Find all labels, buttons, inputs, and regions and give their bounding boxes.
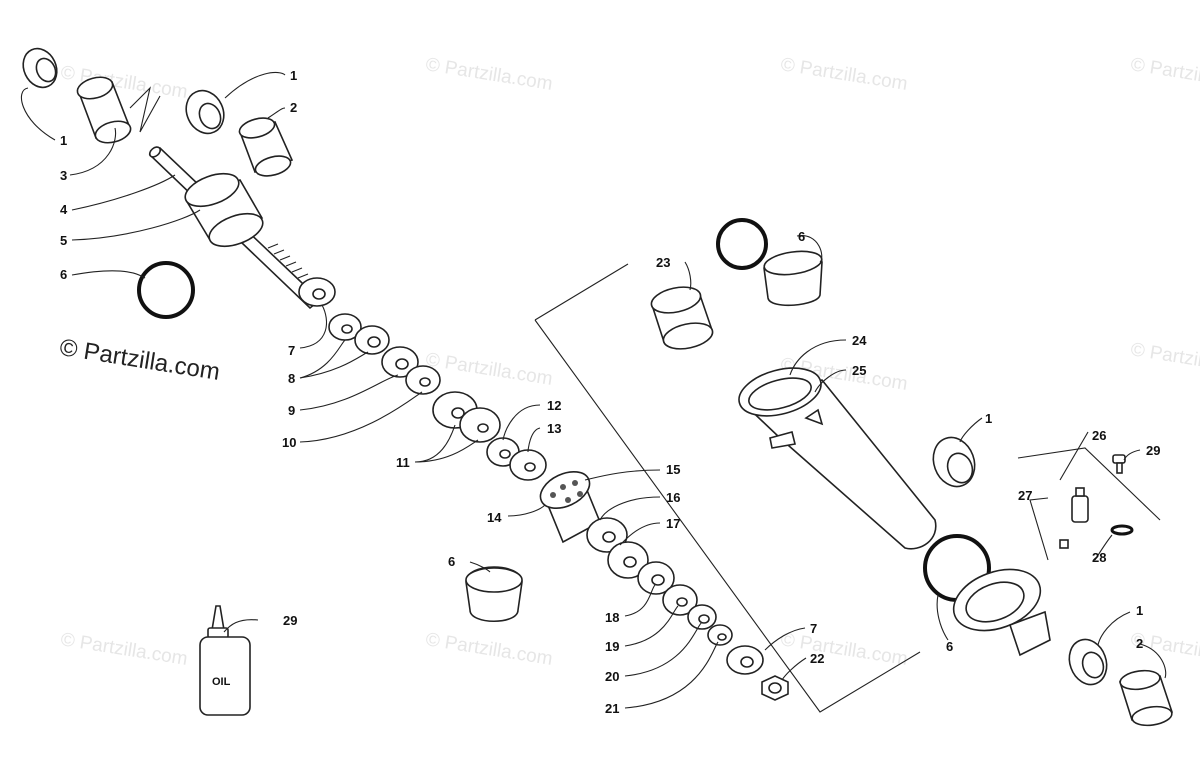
callout-15: 15 bbox=[666, 462, 680, 477]
callout-6: 6 bbox=[448, 554, 455, 569]
callout-28: 28 bbox=[1092, 550, 1106, 565]
callout-19: 19 bbox=[605, 639, 619, 654]
callout-21: 21 bbox=[605, 701, 619, 716]
callout-2: 2 bbox=[290, 100, 297, 115]
callout-1: 1 bbox=[290, 68, 297, 83]
seal-head-23 bbox=[650, 286, 714, 350]
watermark: © Partzilla.com bbox=[59, 629, 189, 670]
callout-23: 23 bbox=[656, 255, 670, 270]
callout-6: 6 bbox=[946, 639, 953, 654]
bushing-1d bbox=[1068, 638, 1108, 686]
valve-frame bbox=[1017, 447, 1161, 521]
callout-17: 17 bbox=[666, 516, 680, 531]
callout-7: 7 bbox=[810, 621, 817, 636]
bushing-1c bbox=[932, 436, 976, 488]
o-ring-6 bbox=[137, 261, 195, 319]
callout-27: 27 bbox=[1018, 488, 1032, 503]
callout-20: 20 bbox=[605, 669, 619, 684]
lower-washer-stack bbox=[586, 517, 764, 675]
callout-25: 25 bbox=[852, 363, 866, 378]
leader-lines bbox=[20, 71, 1167, 709]
callout-2: 2 bbox=[1136, 636, 1143, 651]
callout-1: 1 bbox=[60, 133, 67, 148]
watermark: © Partzilla.com bbox=[424, 349, 554, 390]
callout-11: 11 bbox=[396, 455, 410, 470]
valve-screw-29 bbox=[1112, 454, 1126, 474]
callout-22: 22 bbox=[810, 651, 824, 666]
watermark: © Partzilla.com bbox=[1129, 54, 1200, 95]
upper-bushing-1 bbox=[22, 47, 58, 89]
upper-bushing-1b bbox=[185, 89, 225, 135]
valve-pin bbox=[1059, 539, 1069, 549]
zigzag-link bbox=[129, 86, 161, 133]
watermark: © Partzilla.com bbox=[59, 62, 189, 103]
callout-13: 13 bbox=[547, 421, 561, 436]
callout-9: 9 bbox=[288, 403, 295, 418]
wear-band-6 bbox=[465, 566, 523, 622]
callout-6: 6 bbox=[798, 229, 805, 244]
callout-29: 29 bbox=[1146, 443, 1160, 458]
watermark: © Partzilla.com bbox=[424, 54, 554, 95]
watermark: © Partzilla.com bbox=[779, 54, 909, 95]
shaft-eye-5 bbox=[184, 172, 264, 248]
callout-1: 1 bbox=[1136, 603, 1143, 618]
upper-bushing-3 bbox=[76, 76, 132, 144]
callout-1: 1 bbox=[985, 411, 992, 426]
sleeve-2b bbox=[1118, 669, 1174, 727]
callout-26: 26 bbox=[1092, 428, 1106, 443]
oil-label: OIL bbox=[212, 676, 231, 688]
callout-7: 7 bbox=[288, 343, 295, 358]
callout-6: 6 bbox=[60, 267, 67, 282]
valve-bracket bbox=[1029, 497, 1049, 561]
callout-4: 4 bbox=[60, 202, 68, 217]
callout-numbers: 1 2 1 3 4 5 6 7 8 9 10 11 12 13 14 15 16… bbox=[60, 68, 1160, 716]
callout-5: 5 bbox=[60, 233, 67, 248]
nut-22 bbox=[761, 675, 789, 701]
callout-16: 16 bbox=[666, 490, 680, 505]
frame-line bbox=[534, 263, 629, 321]
watermark: © Partzilla.com bbox=[1129, 339, 1200, 380]
callout-29: 29 bbox=[283, 613, 297, 628]
callout-14: 14 bbox=[487, 510, 502, 525]
lower-eye bbox=[952, 568, 1051, 657]
valve-body-27 bbox=[1071, 487, 1089, 523]
callout-8: 8 bbox=[288, 371, 295, 386]
watermark: © Partzilla.com bbox=[424, 629, 554, 670]
shock-body-24 bbox=[738, 367, 937, 550]
band-6c bbox=[763, 250, 823, 307]
callout-18: 18 bbox=[605, 610, 619, 625]
oil-bottle-29: OIL bbox=[199, 605, 251, 716]
callout-24: 24 bbox=[852, 333, 867, 348]
frame-line bbox=[534, 319, 921, 713]
o-ring-6b bbox=[716, 218, 768, 270]
o-ring-28 bbox=[1110, 524, 1134, 536]
callout-12: 12 bbox=[547, 398, 561, 413]
callout-10: 10 bbox=[282, 435, 296, 450]
washer-stack bbox=[298, 277, 547, 481]
upper-sleeve-2 bbox=[238, 117, 294, 177]
callout-3: 3 bbox=[60, 168, 67, 183]
